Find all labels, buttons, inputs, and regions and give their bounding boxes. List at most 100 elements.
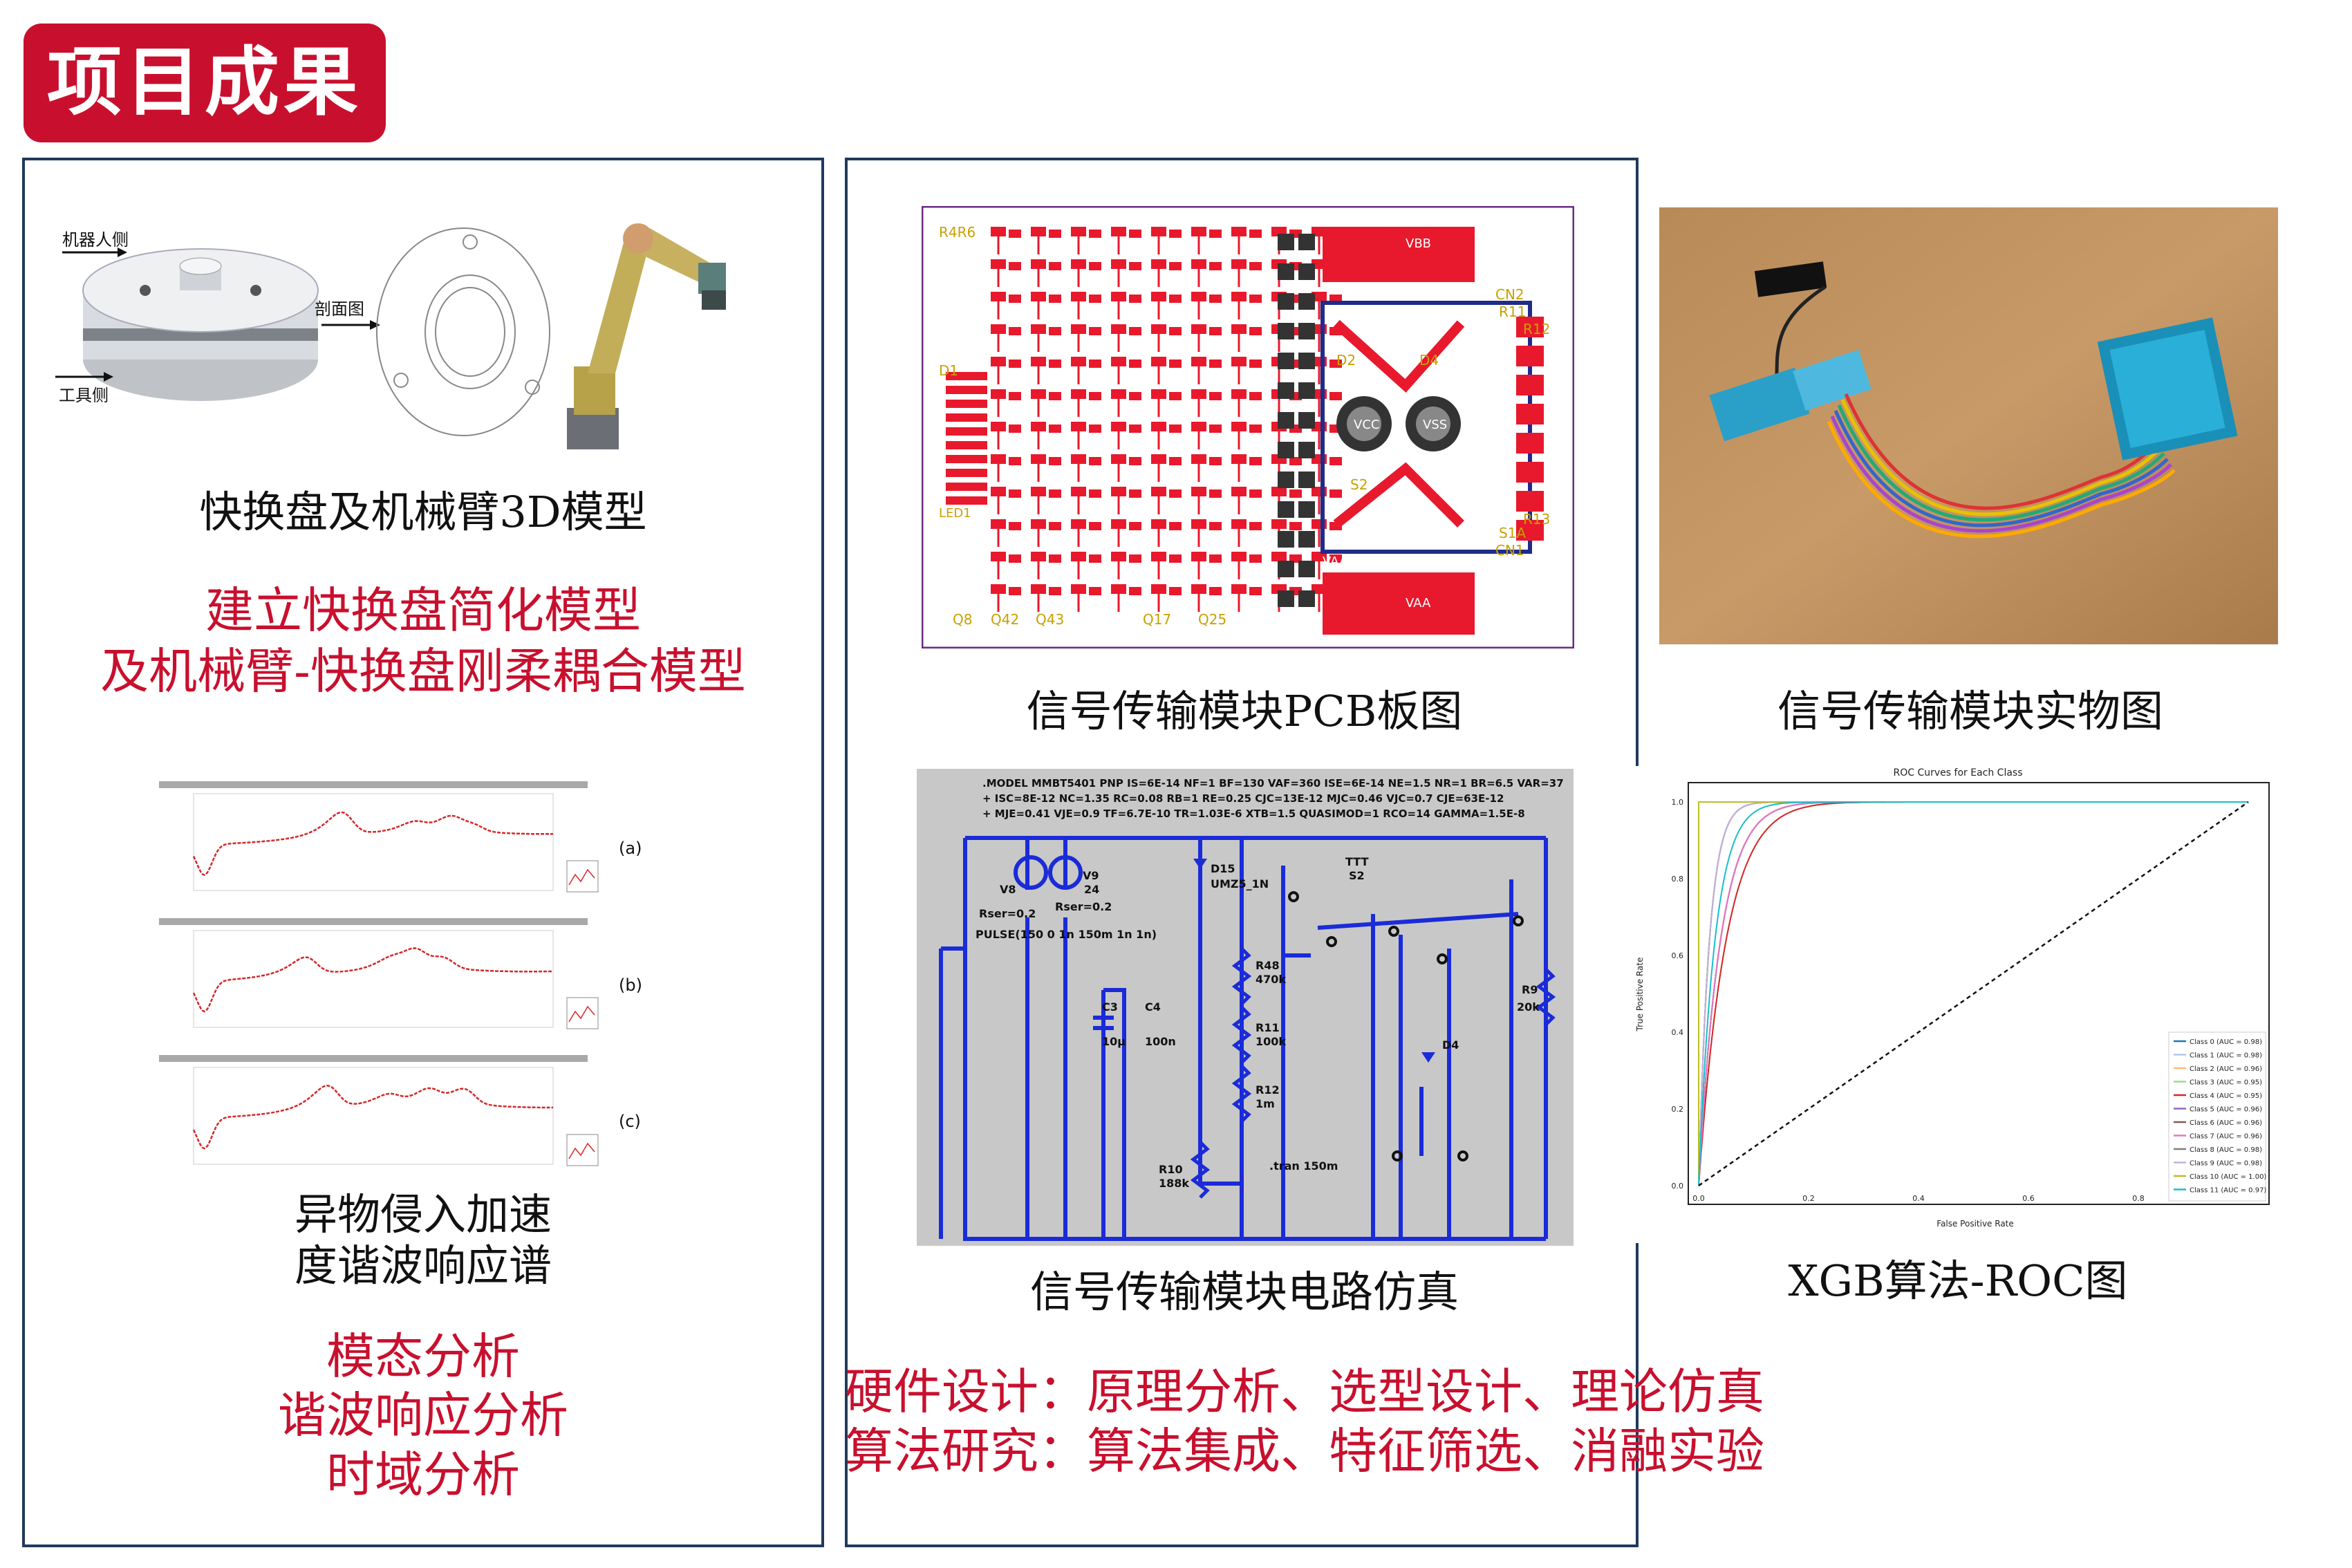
label-tran: .tran 150m bbox=[1269, 1159, 1338, 1173]
roc-legend-entry: Class 3 (AUC = 0.95) bbox=[2190, 1079, 2262, 1087]
label-r11-value: 100k bbox=[1256, 1035, 1286, 1048]
pcb-pad bbox=[1031, 487, 1046, 496]
pcb-pad bbox=[1049, 587, 1061, 595]
pcb-pad bbox=[1231, 324, 1247, 334]
pcb-header-pin bbox=[1298, 531, 1315, 548]
pcb-pad bbox=[1049, 360, 1061, 368]
pcb-pad bbox=[1191, 519, 1206, 529]
pcb-pad bbox=[991, 487, 1006, 496]
pcb-pad bbox=[1191, 292, 1206, 301]
label-c3: C3 bbox=[1102, 1000, 1118, 1014]
pcb-pad bbox=[1071, 487, 1086, 496]
pcb-header-pin bbox=[1278, 412, 1294, 429]
pcb-pad bbox=[1071, 519, 1086, 529]
pcb-pad bbox=[1169, 587, 1182, 595]
pcb-pad bbox=[1009, 295, 1021, 303]
roc-legend bbox=[2168, 1032, 2266, 1202]
algorithm-research-line: 算法研究：算法集成、特征筛选、消融实验 bbox=[845, 1423, 1764, 1480]
resistor-zigzags bbox=[1190, 947, 1556, 1199]
pcb-pad bbox=[1249, 587, 1262, 595]
caption-circuit: 信号传输模块电路仿真 bbox=[1029, 1267, 1459, 1317]
roc-x-tick: 0.6 bbox=[2022, 1194, 2035, 1203]
spice-model-line-1: .MODEL MMBT5401 PNP IS=6E-14 NF=1 BF=130… bbox=[982, 777, 1564, 790]
label-c4-value: 100n bbox=[1145, 1035, 1176, 1048]
roc-chart: ROC Curves for Each Class 0.00.00.20.20.… bbox=[1633, 766, 2283, 1243]
pcb-pad bbox=[1209, 424, 1222, 433]
pcb-pad bbox=[1111, 584, 1126, 594]
pcb-pad bbox=[1329, 392, 1342, 400]
pcb-pad bbox=[1231, 487, 1247, 496]
pcb-pad bbox=[1111, 552, 1126, 561]
pcb-d2-label: D2 bbox=[1336, 352, 1356, 368]
pcb-led-pad bbox=[946, 483, 987, 491]
pcb-led-pad bbox=[946, 496, 987, 505]
pcb-pad bbox=[1151, 422, 1166, 431]
pcb-edge-pad bbox=[1516, 317, 1544, 337]
pcb-q8-label: Q8 bbox=[953, 611, 972, 628]
pcb-pad bbox=[1231, 259, 1247, 269]
pcb-d1-label: D1 bbox=[939, 362, 958, 379]
modeling-line-2: 及机械臂-快换盘刚柔耦合模型 bbox=[100, 642, 746, 700]
pcb-pad bbox=[1089, 424, 1101, 433]
pcb-header-pin bbox=[1278, 590, 1294, 607]
roc-curve bbox=[1698, 801, 2248, 1186]
pcb-pad bbox=[1271, 487, 1287, 496]
roc-y-tick: 0.2 bbox=[1672, 1105, 1684, 1114]
pcb-pad bbox=[1089, 489, 1101, 498]
caption-pcb: 信号传输模块PCB板图 bbox=[1026, 686, 1463, 736]
pcb-q17-label: Q17 bbox=[1143, 611, 1171, 628]
diodes bbox=[1193, 859, 1435, 1063]
roc-y-tick: 0.6 bbox=[1672, 951, 1684, 960]
pcb-led-pad bbox=[946, 386, 987, 394]
pcb-pad bbox=[1031, 389, 1046, 399]
pcb-pad bbox=[1231, 422, 1247, 431]
pcb-pad bbox=[1329, 360, 1342, 368]
pcb-pad bbox=[1249, 295, 1262, 303]
pcb-pad bbox=[1071, 292, 1086, 301]
pcb-pad bbox=[1209, 522, 1222, 530]
caption-roc: XGB算法-ROC图 bbox=[1788, 1256, 2128, 1306]
harmonic-spectra: (a) (b) (c) bbox=[159, 781, 642, 1166]
pcb-pad bbox=[1129, 587, 1141, 595]
roc-y-tick: 0.8 bbox=[1672, 875, 1684, 884]
pcb-vss-label: VSS bbox=[1423, 418, 1447, 432]
pcb-pad bbox=[1071, 389, 1086, 399]
pcb-pad bbox=[991, 584, 1006, 594]
label-ttt: TTT bbox=[1345, 855, 1369, 868]
roc-legend-entry: Class 4 (AUC = 0.95) bbox=[2190, 1092, 2262, 1100]
pcb-cn2-label: CN2 bbox=[1495, 286, 1524, 303]
pcb-pad bbox=[1089, 392, 1101, 400]
pcb-pad bbox=[1031, 259, 1046, 269]
pcb-pad bbox=[1049, 522, 1061, 530]
pcb-led-pad bbox=[946, 469, 987, 477]
label-d4: D4 bbox=[1442, 1038, 1459, 1052]
pcb-pad bbox=[1191, 324, 1206, 334]
pcb-pad bbox=[1049, 457, 1061, 465]
label-r48: R48 bbox=[1256, 959, 1280, 972]
spectrum-header-bar bbox=[159, 918, 588, 925]
spice-model-line-2: + ISC=8E-12 NC=1.35 RC=0.08 RB=1 RE=0.25… bbox=[982, 792, 1504, 805]
pcb-pad bbox=[1271, 519, 1287, 529]
label-section: 剖面图 bbox=[315, 299, 364, 319]
pcb-pad bbox=[1169, 522, 1182, 530]
pcb-header-pin bbox=[1298, 590, 1315, 607]
pcb-pad bbox=[1031, 324, 1046, 334]
pcb-pad bbox=[1071, 422, 1086, 431]
pcb-pad bbox=[1009, 262, 1021, 270]
pcb-pad bbox=[1071, 357, 1086, 366]
caption-spectra-line-2: 度谐波响应谱 bbox=[294, 1240, 552, 1291]
pcb-pad bbox=[1009, 230, 1021, 238]
pcb-pad bbox=[1031, 584, 1046, 594]
pcb-s2-label: S2 bbox=[1350, 476, 1368, 493]
pcb-pad bbox=[1231, 292, 1247, 301]
label-s2: S2 bbox=[1349, 869, 1365, 882]
pcb-pad bbox=[1031, 519, 1046, 529]
pcb-led1-label: LED1 bbox=[939, 506, 971, 521]
pcb-pad bbox=[1009, 587, 1021, 595]
pcb-header-pin bbox=[1278, 442, 1294, 458]
pcb-power-plane bbox=[1392, 572, 1475, 635]
pcb-pad bbox=[1249, 327, 1262, 335]
pcb-pad bbox=[1249, 554, 1262, 563]
pcb-pad bbox=[1089, 554, 1101, 563]
pcb-pad bbox=[1169, 392, 1182, 400]
